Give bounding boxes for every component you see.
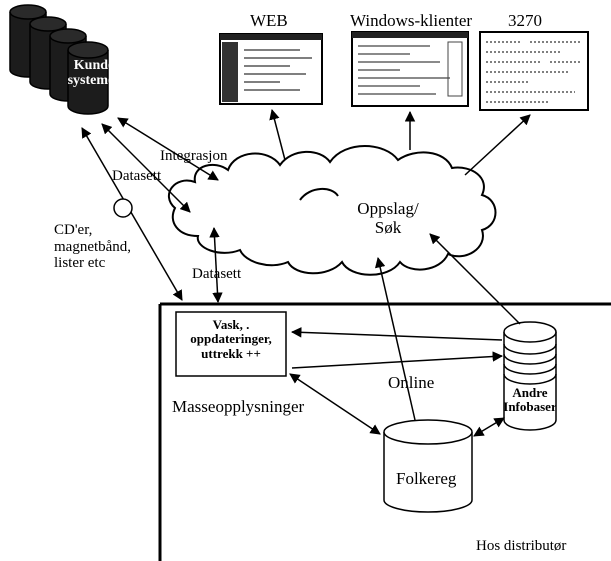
media-line3: lister etc — [54, 255, 106, 271]
label-oppslag-sok: Oppslag/ Søk — [338, 199, 438, 237]
kundesystemer-line2: systemer — [67, 73, 121, 89]
label-web: WEB — [250, 11, 288, 30]
label-integrasjon: Integrasjon — [160, 148, 228, 164]
media-connector-circle — [113, 198, 133, 218]
kundesystemer-database-stack — [9, 4, 109, 115]
andre-infobaser-cylinder — [503, 321, 557, 431]
arrow-folkereg-to-andre — [473, 417, 505, 437]
label-online: Online — [388, 373, 435, 392]
label-folkereg: Folkereg — [396, 469, 457, 488]
oppslag-line2: Søk — [374, 217, 402, 237]
label-3270: 3270 — [508, 11, 542, 30]
label-andre-infobaser: Andre Infobaser — [500, 385, 560, 415]
arrow-andre-to-vask — [290, 327, 503, 341]
label-media: CD'er, magnetbånd, lister etc — [54, 222, 131, 272]
vask-process-box — [175, 311, 287, 377]
label-datasett-top: Datasett — [112, 168, 162, 184]
label-vask: Vask, . oppdateringer, uttrekk ++ — [176, 317, 286, 361]
kundesystemer-line1: Kunde — [73, 58, 115, 73]
media-line2: magnetbånd, — [54, 238, 132, 255]
arrow-cloud-to-3270 — [464, 114, 531, 176]
cloud-inner-fold — [299, 188, 339, 201]
arrow-vask-to-folkereg — [289, 373, 381, 435]
arrow-vask-to-andre — [291, 351, 504, 369]
vask-line1: Vask, . — [212, 317, 250, 332]
3270-terminal-screen-icon — [479, 31, 589, 111]
arrow-datasett-bottom — [209, 226, 223, 304]
andre-line1: Andre — [512, 385, 548, 400]
label-hos-distributor: Hos distributør — [476, 538, 567, 554]
label-kundesystemer: Kunde systemer — [64, 58, 124, 89]
arrow-media-to-vask — [81, 127, 183, 301]
vask-line3: uttrekk ++ — [201, 345, 261, 361]
network-cloud — [168, 145, 497, 276]
windows-client-screen-icon — [351, 31, 469, 107]
arrow-folkereg-online-to-cloud — [374, 256, 416, 421]
folkereg-cylinder — [383, 419, 473, 513]
label-windows-klienter: Windows-klienter — [350, 11, 473, 30]
label-masseopplysninger: Masseopplysninger — [172, 397, 305, 416]
distributor-boundary — [158, 302, 611, 561]
andre-line2: Infobaser — [503, 399, 557, 415]
vask-line2: oppdateringer, — [190, 331, 272, 347]
media-line1: CD'er, — [54, 222, 93, 238]
label-datasett-bottom: Datasett — [192, 266, 242, 282]
arrow-andre-to-cloud — [429, 233, 521, 325]
web-screen-icon — [219, 33, 323, 105]
arrow-cloud-to-web — [269, 108, 286, 161]
oppslag-line1: Oppslag/ — [357, 199, 419, 218]
